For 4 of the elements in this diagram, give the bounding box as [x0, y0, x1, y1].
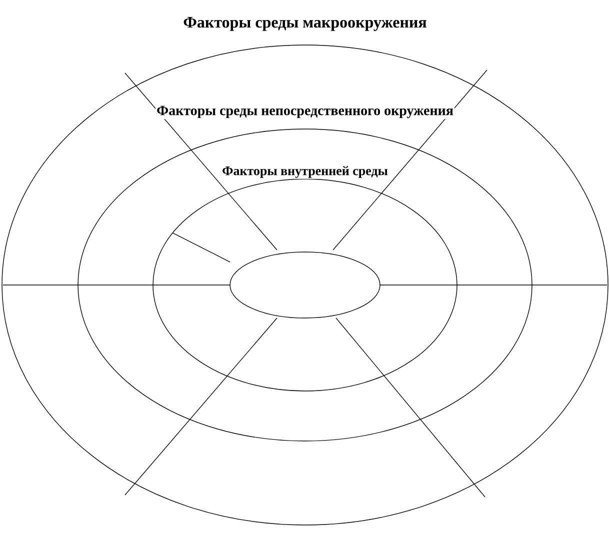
ring-heading: Факторы внутренней среды: [221, 165, 389, 179]
ring-heading: Факторы среды макроокружения: [182, 16, 428, 32]
ring-heading: Факторы среды непосредственного окружения: [156, 104, 454, 120]
center-ellipse: [230, 252, 380, 318]
